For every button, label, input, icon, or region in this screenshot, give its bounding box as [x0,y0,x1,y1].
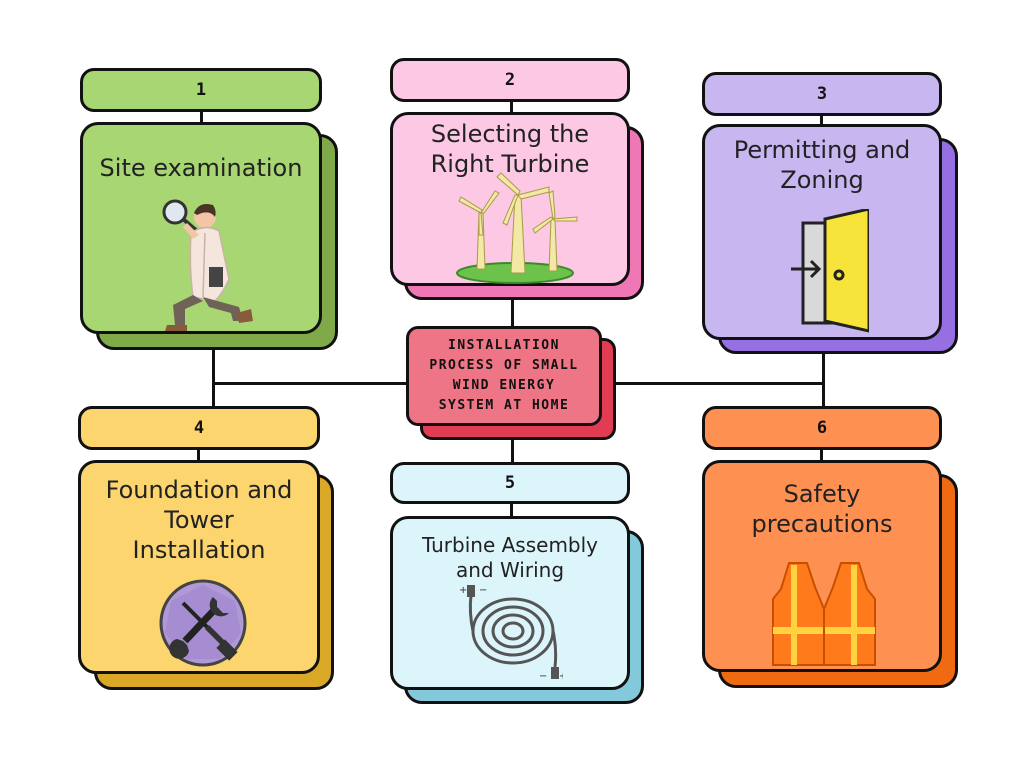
door-exit-icon [791,209,869,333]
step-1-title-line: Site examination [99,154,303,182]
step-4-title-line: Foundation and [105,476,293,504]
step-4-title: Foundation and Tower Installation [81,475,317,565]
connector-left-horizontal [212,382,412,385]
connector-top-vertical [511,300,514,332]
step-1-number-pill: 1 [80,68,322,112]
step-5-title-line: and Wiring [455,558,565,582]
svg-text:+: + [459,585,467,596]
step-5-number-pill: 5 [390,462,630,504]
svg-text:−: − [539,671,547,681]
safety-vest-icon [772,562,876,666]
step-4-card: Foundation and Tower Installation [78,460,320,674]
step-6-number-pill: 6 [702,406,942,450]
connector-pill1 [200,110,203,124]
coiled-cable-icon: + − − + [459,585,563,681]
step-2-card: Selecting the Right Turbine [390,112,630,286]
connector-left-vertical [212,335,215,415]
step-1-card: Site examination [80,122,322,334]
wrench-screwdriver-icon [159,579,247,667]
step-3-title-line: Zoning [780,166,864,194]
center-title-line: SYSTEM AT HOME [438,398,570,413]
step-3-title-line: Permitting and [733,136,911,164]
step-2-number-pill: 2 [390,58,630,102]
step-2-title-line: Right Turbine [430,150,590,178]
connector-pill2 [510,102,513,114]
step-3-card: Permitting and Zoning [702,124,942,340]
step-5-title-line: Turbine Assembly [421,533,599,557]
step-5-card: Turbine Assembly and Wiring + − − + [390,516,630,690]
connector-pill6 [820,448,823,462]
step-5-title: Turbine Assembly and Wiring [393,533,627,583]
step-4-number-pill: 4 [78,406,320,450]
step-6-title: Safety precautions [705,479,939,539]
connector-right-vertical [822,340,825,412]
center-title-box: INSTALLATION PROCESS OF SMALL WIND ENERG… [406,326,602,426]
connector-pill3 [820,115,823,129]
connector-right-horizontal [612,382,824,385]
connector-pill4 [197,448,200,462]
step-4-title-line: Tower [164,506,234,534]
step-3-number-pill: 3 [702,72,942,116]
step-3-title: Permitting and Zoning [705,135,939,195]
step-1-title: Site examination [83,153,319,183]
wind-turbines-icon [456,172,578,284]
step-4-title-line: Installation [132,536,266,564]
center-title: INSTALLATION PROCESS OF SMALL WIND ENERG… [429,336,578,416]
step-6-title-line: precautions [751,510,893,538]
inspector-magnifier-icon [162,199,253,331]
step-6-card: Safety precautions [702,460,942,672]
step-2-title: Selecting the Right Turbine [393,119,627,179]
center-title-line: INSTALLATION [448,338,560,353]
step-2-title-line: Selecting the [430,120,590,148]
center-title-line: WIND ENERGY [452,378,556,393]
svg-text:−: − [479,585,487,596]
connector-pill5 [510,502,513,516]
step-6-title-line: Safety [783,480,861,508]
svg-text:+: + [559,671,563,681]
center-title-line: PROCESS OF SMALL [429,358,579,373]
connector-bottom-vertical [511,438,514,463]
